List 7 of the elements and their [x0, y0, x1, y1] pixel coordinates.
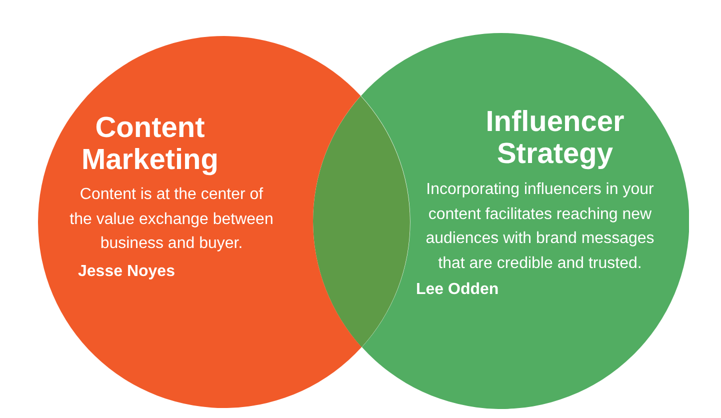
quote-text: Incorporating influencers in your content facilitates reaching new audiences with brand messages that are credible and trusted.	[424, 180, 656, 274]
quote-author: Jesse Noyes	[78, 262, 175, 282]
overlap-region	[313, 96, 410, 348]
set-title: Influencer Strategy	[484, 106, 626, 170]
quote-author: Lee Odden	[416, 280, 499, 300]
set-title: Content Marketing	[80, 112, 220, 176]
quote-text: Content is at the center of the value exchange between business and buyer.	[68, 185, 274, 254]
